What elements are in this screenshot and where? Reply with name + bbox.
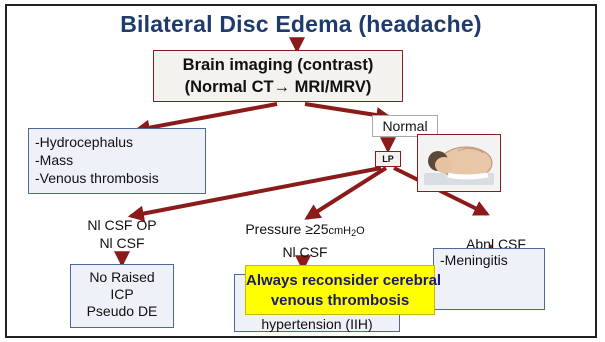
abnormal-findings-box: -Hydrocephalus -Mass -Venous thrombosis xyxy=(28,128,206,194)
nl-csf-text: Nl CSF xyxy=(64,234,180,252)
pressure-unit-suffix: O xyxy=(356,225,365,237)
lumbar-puncture-patient-icon xyxy=(417,134,501,192)
meningitis-text: -Meningitis xyxy=(440,251,538,269)
slide: Bilateral Disc Edema (headache) Brain im… xyxy=(5,4,597,338)
pressure-unit: cmH xyxy=(328,225,351,237)
no-raised-icp-box: No Raised ICP Pseudo DE xyxy=(70,264,174,328)
pressure-value: Pressure ≥25 xyxy=(245,221,328,237)
pressure-line1: Pressure ≥25cmH2O xyxy=(235,220,375,243)
nl-csf-op-text: Nl CSF OP xyxy=(64,216,180,234)
finding-mass: -Mass xyxy=(35,151,199,169)
lumbar-puncture-illustration xyxy=(418,135,499,190)
callout-line2: venous thrombosis xyxy=(246,291,434,311)
iih-text: hypertension (IIH) xyxy=(235,315,399,333)
arrow-imaging-to-abnormal xyxy=(137,104,277,130)
nl-csf-label: Nl CSF OP Nl CSF xyxy=(64,216,180,252)
lp-box: LP xyxy=(375,151,401,167)
brain-imaging-line2: (Normal CT→ MRI/MRV) xyxy=(154,76,402,98)
finding-venous-thrombosis: -Venous thrombosis xyxy=(35,169,199,187)
icp-text: ICP xyxy=(71,286,173,303)
no-raised-text: No Raised xyxy=(71,269,173,286)
pressure-label: Pressure ≥25cmH2O Nl CSF xyxy=(235,220,375,262)
finding-hydrocephalus: -Hydrocephalus xyxy=(35,133,199,151)
brain-imaging-line1: Brain imaging (contrast) xyxy=(154,54,402,76)
brain-imaging-box: Brain imaging (contrast) (Normal CT→ MRI… xyxy=(153,50,403,102)
pseudo-de-text: Pseudo DE xyxy=(71,303,173,320)
meningitis-box: -Meningitis xyxy=(433,248,545,310)
callout-line1: Always reconsider cerebral xyxy=(246,271,434,291)
cerebral-venous-thrombosis-callout: Always reconsider cerebral venous thromb… xyxy=(245,265,435,315)
pressure-nl-csf: Nl CSF xyxy=(235,243,375,262)
